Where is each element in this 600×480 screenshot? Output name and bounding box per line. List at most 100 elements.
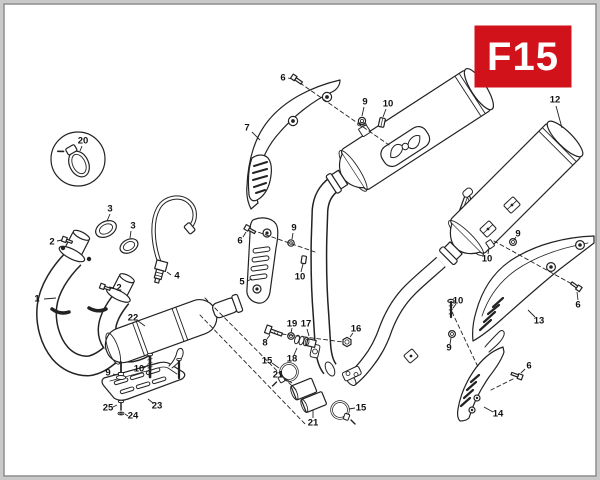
part-callout-3: 3 [130,221,135,232]
callout-leader-8 [266,334,271,340]
callout-leader-9 [513,236,517,241]
part-callout-25: 25 [103,403,114,414]
screw-6a [289,73,304,85]
bolt-8 [263,324,283,337]
left-muffler-silencer [309,68,495,377]
callout-layer: 1223345666678999991010101010121314151516… [34,73,580,429]
callout-leader-13 [527,309,536,318]
part-2-bolts [60,235,112,291]
washer-19 [287,332,295,340]
page-code-badge: F15 [474,25,572,88]
part-callout-10: 10 [134,364,145,375]
part-callout-13: 13 [534,316,545,327]
part-callout-2: 2 [49,237,54,248]
clip-10d [485,239,495,250]
callout-leader-19 [290,327,293,334]
part-callout-18: 18 [287,354,298,365]
part-callout-8: 8 [262,338,267,349]
detail-circle-clamp-20 [50,131,106,187]
page-code-label: F15 [487,35,559,79]
part-callout-3: 3 [107,204,112,215]
callout-leader-3 [106,213,111,222]
callout-leader-14 [483,406,494,413]
part-callout-16: 16 [351,324,362,335]
callout-leader-6 [576,291,579,301]
callout-leader-2 [56,239,63,242]
nut-9e [448,330,457,339]
clip-10c [300,255,308,265]
part-callout-6: 6 [280,73,285,84]
screw-6d [510,371,524,381]
part-callout-9: 9 [105,368,110,379]
part-callout-9: 9 [446,343,451,354]
callout-leader-10 [143,364,149,369]
part-23-heat-shield-plate [101,348,186,416]
callout-leader-4 [166,271,172,276]
bolt-10e [447,298,455,319]
part-callout-2: 2 [116,283,121,294]
callout-leader-17 [306,328,310,337]
callout-leader-6 [242,231,247,238]
callout-leader-10 [487,247,490,255]
part-13-right-heat-shield [472,235,595,342]
callout-leader-6 [520,368,526,374]
part-callout-6: 6 [526,361,531,372]
callout-leader-22 [137,320,146,327]
callout-leader-7 [251,131,261,141]
part-callout-17: 17 [301,319,312,330]
callout-leader-10 [452,303,457,309]
part-callout-10: 10 [383,99,394,110]
part-12-right-muffler [439,120,584,265]
part-22-catalytic-converter [104,293,244,365]
clip-10b [377,117,386,128]
callout-leader-5 [246,278,253,282]
part-14-lower-heat-shield [447,298,524,422]
callout-leader-10 [382,108,387,118]
callout-leader-9 [361,106,365,117]
callout-leader-16 [349,332,354,338]
part-callout-22: 22 [128,313,139,324]
part-callout-7: 7 [244,123,249,134]
part-callout-24: 24 [128,411,139,422]
callout-leader-6 [287,77,293,80]
part-callout-19: 19 [287,319,298,330]
part-callout-12: 12 [550,95,561,106]
callout-leader-20 [79,145,83,152]
part-callout-21: 21 [308,418,319,429]
part-callout-9: 9 [362,97,367,108]
part-callout-20: 20 [78,136,89,147]
callout-leader-9 [449,337,452,345]
part-4-oxygen-sensor [151,195,197,284]
callout-leader-23 [147,398,154,404]
part-callout-14: 14 [493,409,504,420]
top-nut-and-clip [357,116,386,128]
part-callout-21: 21 [273,370,284,381]
callout-leader-10 [300,263,304,273]
part-callout-6: 6 [237,236,242,247]
nut-9d [509,238,518,247]
callout-leader-21 [283,377,293,384]
part-callout-10: 10 [295,272,306,283]
callout-leader-1 [43,297,57,300]
callout-leader-24 [124,413,129,417]
assembly-dashed-lines [199,82,573,426]
callout-leader-2 [108,286,115,289]
clamp-15b [330,400,356,425]
part-3-gaskets [95,220,139,254]
callout-leader-9 [291,232,294,240]
part-callout-10: 10 [453,296,464,307]
part-7-upper-heat-shield [246,73,341,210]
callout-leader-15 [348,407,356,410]
part-callout-9: 9 [515,229,520,240]
part-callout-1: 1 [34,294,40,305]
part-callout-9: 9 [291,223,296,234]
callout-leader-25 [112,404,118,408]
part-callout-23: 23 [152,401,163,412]
part-callout-15: 15 [262,356,273,367]
callout-leader-15 [271,362,280,369]
part-callout-5: 5 [239,277,245,288]
callout-leader-3 [129,230,132,239]
part-callout-10: 10 [482,254,493,265]
